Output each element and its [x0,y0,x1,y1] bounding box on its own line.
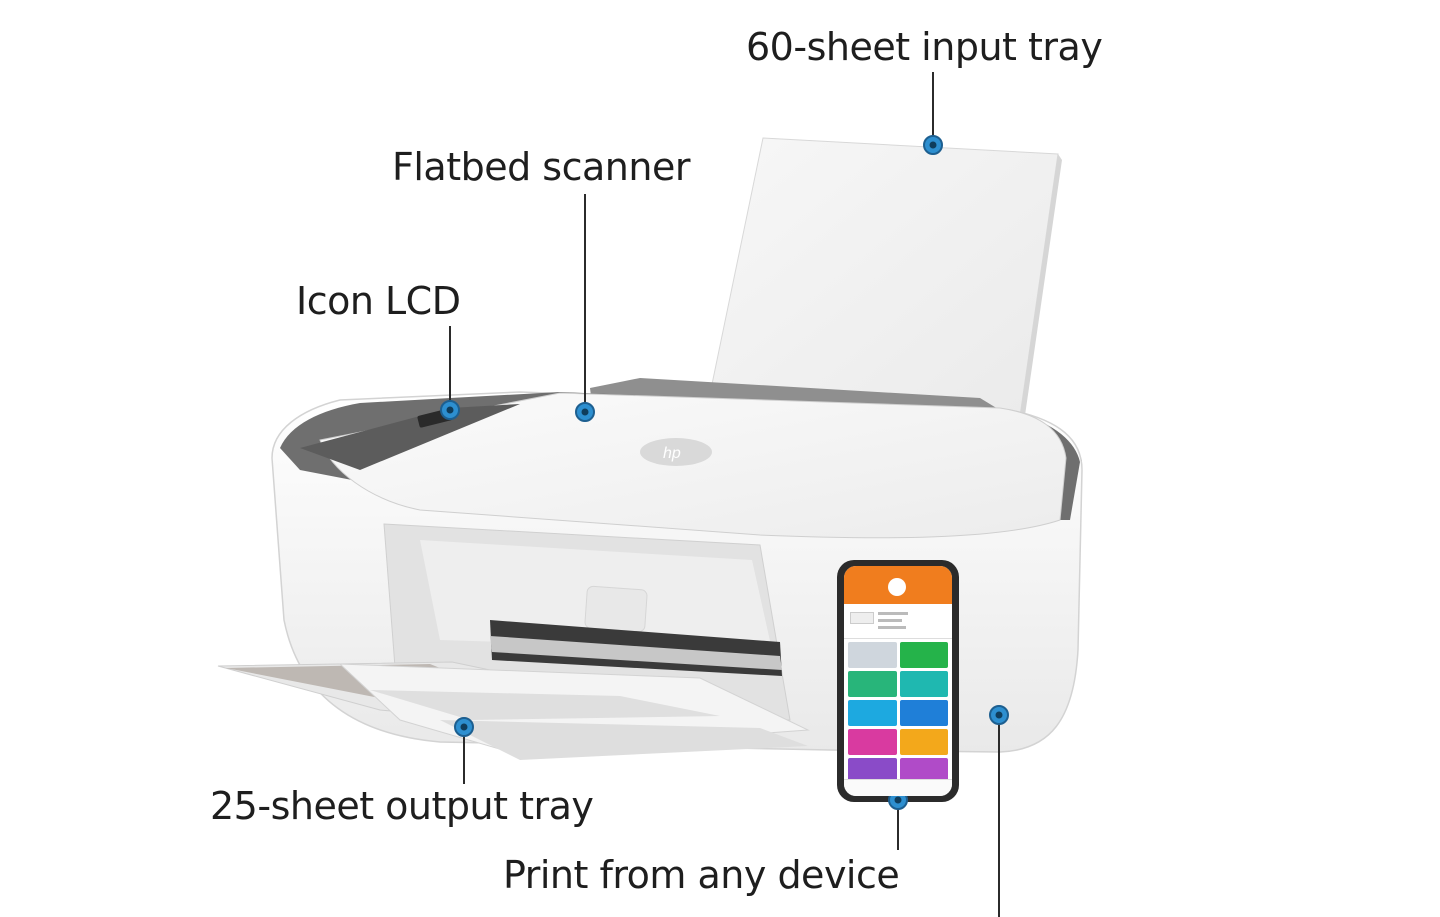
printer-status-card [844,604,952,639]
printer-thumbnail-icon [850,612,874,624]
app-tile [899,671,948,697]
label-input-tray: 60-sheet input tray [746,25,1103,69]
marker-input-tray [923,135,943,155]
input-tray-paper [704,137,1062,436]
label-output-tray: 25-sheet output tray [210,784,594,828]
label-print-any-device: Print from any device [503,853,900,897]
app-tile [899,700,948,726]
app-bottom-nav [844,779,952,796]
hp-app-logo-icon [888,578,906,596]
app-tile [848,729,897,755]
svg-text:hp: hp [663,445,681,462]
label-flatbed-scanner: Flatbed scanner [392,145,690,189]
app-tile-grid [844,639,952,787]
callout-lines [449,72,1000,917]
callout-markers [440,135,1009,810]
app-tile [899,729,948,755]
label-icon-lcd: Icon LCD [296,279,461,323]
app-tile [848,700,897,726]
app-header [844,566,952,604]
marker-flatbed [575,402,595,422]
app-tile [899,642,948,668]
marker-side [989,705,1009,725]
marker-output-tray [454,717,474,737]
phone-app-screen [844,566,952,796]
scanner-lid [319,392,1067,539]
control-panel [300,404,520,470]
app-tile [848,671,897,697]
marker-lcd [440,400,460,420]
app-tile [848,642,897,668]
hp-logo: hp [640,438,712,466]
